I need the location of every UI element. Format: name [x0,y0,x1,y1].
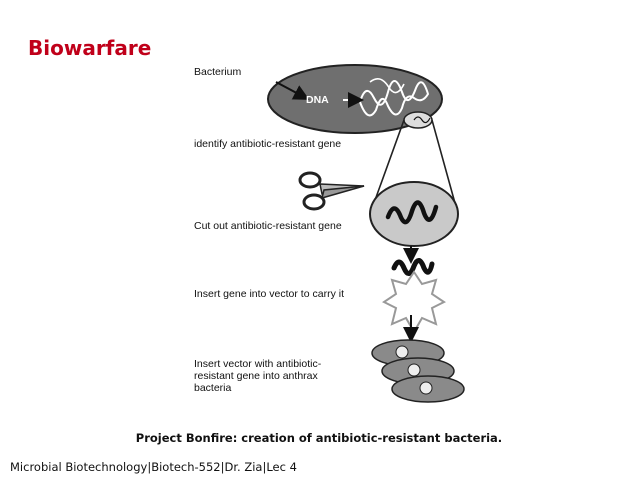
step-insert-vector: Insert gene into vector to carry it [194,288,344,300]
bacterium-label: Bacterium [194,66,242,78]
step-cut: Cut out antibiotic-resistant gene [194,220,342,232]
step-identify: identify antibiotic-resistant gene [194,138,342,150]
scissors-icon [298,171,365,211]
gene-fragment [391,258,435,276]
gene-transfer-diagram: Bacterium DNA identify antibiotic-resist… [190,62,480,410]
bacterium-pointer-arrow [275,81,310,100]
magnifier-cone [369,111,459,247]
slide-title: Biowarfare [28,36,152,60]
transformed-bacteria [371,339,465,403]
figure-caption: Project Bonfire: creation of antibiotic-… [135,431,503,445]
diagram-graphic [267,64,465,403]
vector-plasmid [382,270,446,335]
dna-label: DNA [306,94,329,106]
step-insert-bacteria: Insert vector with antibiotic- resistant… [194,358,322,394]
slide-footer: Microbial Biotechnology|Biotech-552|Dr. … [10,460,297,474]
